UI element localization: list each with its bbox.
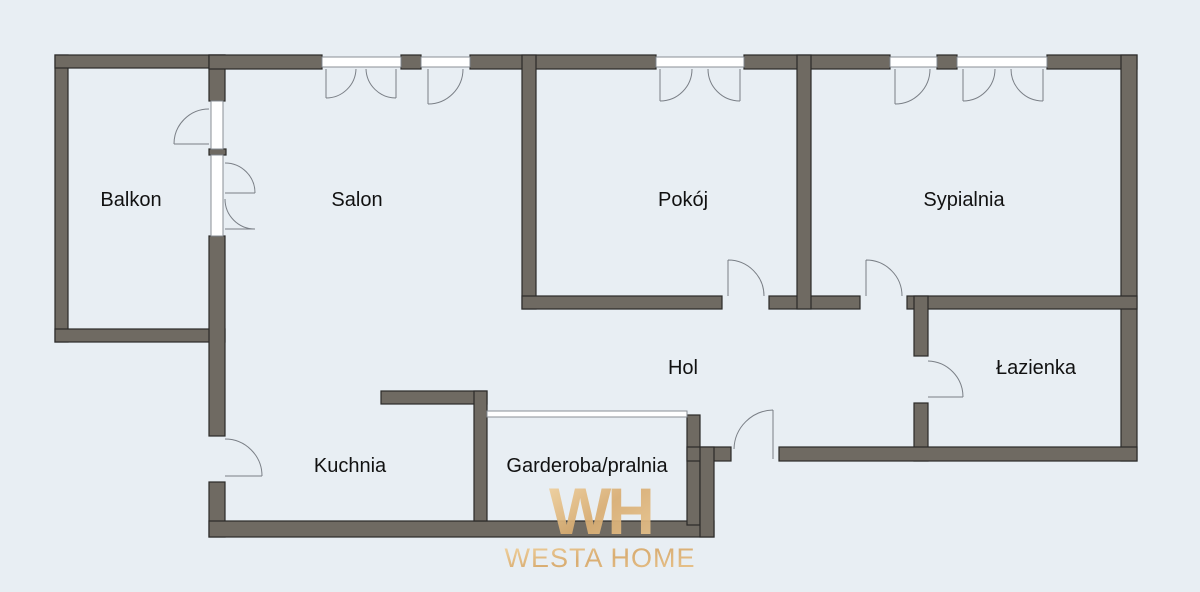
door-swing [927, 360, 964, 398]
wall [936, 54, 958, 70]
door-swing [659, 68, 693, 102]
window [655, 56, 745, 68]
doors [173, 68, 1044, 477]
wall [208, 148, 227, 156]
door-swing [1010, 68, 1044, 102]
wall [699, 446, 715, 538]
door-swing [173, 108, 210, 145]
door-swing [962, 68, 996, 102]
window [486, 410, 688, 418]
room-label-lazienka: Łazienka [996, 357, 1077, 379]
window [420, 56, 471, 68]
door-swing [707, 68, 741, 102]
door-swing [224, 438, 263, 477]
room-label-sypialnia: Sypialnia [923, 189, 1005, 211]
room-label-balkon: Balkon [100, 189, 161, 211]
room-label-pokoj: Pokój [658, 189, 708, 211]
room-label-salon: Salon [331, 189, 382, 211]
door-swing [727, 259, 765, 297]
wall [54, 328, 226, 343]
wall [906, 295, 1138, 310]
brand-logo: WH WESTA HOME [504, 474, 695, 573]
door-swing [325, 68, 357, 99]
wall [469, 54, 657, 70]
window [956, 56, 1048, 68]
wall [521, 295, 723, 310]
wall [54, 54, 226, 69]
window [889, 56, 938, 68]
room-labels: Balkon Salon Pokój Sypialnia Hol Łazienk… [100, 189, 1076, 477]
wall [796, 54, 812, 310]
window [210, 154, 224, 237]
wall [473, 390, 488, 522]
room-label-kuchnia: Kuchnia [314, 455, 387, 477]
walls [54, 54, 1138, 538]
wall [1120, 54, 1138, 462]
door-swing [224, 198, 256, 230]
brand-monogram: WH [549, 474, 651, 548]
wall [54, 54, 69, 343]
door-swing [224, 162, 256, 194]
wall [768, 295, 861, 310]
wall [208, 54, 323, 70]
door-swing [733, 409, 774, 459]
wall [778, 446, 1138, 462]
wall [913, 295, 929, 357]
windows [210, 56, 1048, 418]
door-swing [427, 68, 464, 105]
room-label-hol: Hol [668, 357, 698, 379]
door-swing [865, 259, 903, 297]
wall [743, 54, 891, 70]
room-label-garderoba: Garderoba/pralnia [506, 455, 668, 477]
door-swing [365, 68, 397, 99]
wall [521, 54, 537, 310]
door-swing [894, 68, 931, 105]
brand-name: WESTA HOME [504, 543, 695, 573]
wall [208, 235, 226, 437]
window [321, 56, 402, 68]
window [210, 100, 224, 150]
wall [380, 390, 488, 405]
wall [400, 54, 422, 70]
wall [686, 414, 701, 526]
